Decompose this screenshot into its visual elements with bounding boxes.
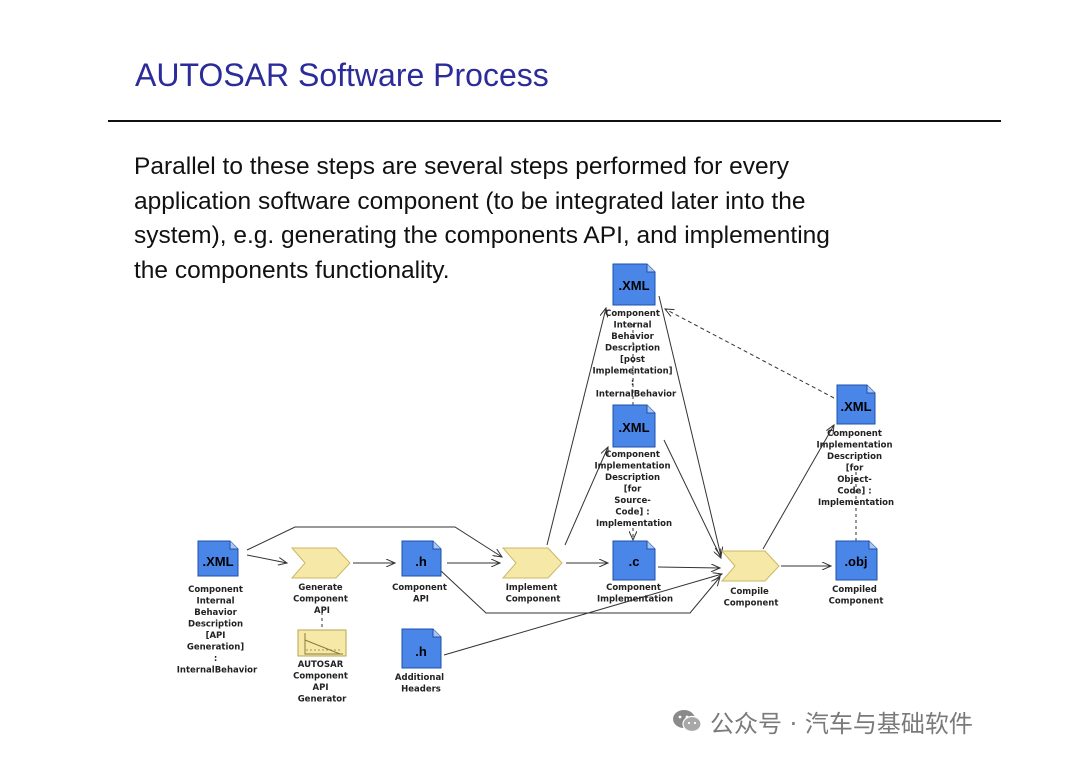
label-api-generator-tool: AUTOSAR Component API Generator bbox=[293, 660, 351, 705]
watermark: 公众号 · 汽车与基础软件 bbox=[672, 703, 973, 739]
paragraph-line: system), e.g. generating the components … bbox=[134, 222, 830, 249]
edge-xml-to-generate bbox=[246, 554, 287, 563]
edge-implement-to-xml-post bbox=[546, 308, 606, 546]
label-obj-compiled: Compiled Component bbox=[829, 585, 884, 607]
edge-implement-to-xml-source bbox=[564, 447, 608, 546]
watermark-text: 公众号 · 汽车与基础软件 bbox=[710, 709, 973, 738]
title-divider bbox=[108, 120, 1001, 122]
doc-extension: .obj bbox=[844, 554, 867, 569]
paragraph-line: Parallel to these steps are several step… bbox=[134, 153, 790, 180]
doc-extension: .h bbox=[415, 554, 427, 569]
doc-xml-impl-object: .XML bbox=[836, 384, 876, 425]
label-xml-impl-source: Component Implementation Description [fo… bbox=[594, 450, 673, 529]
doc-extension: .XML bbox=[202, 554, 233, 569]
diagram-edges bbox=[246, 295, 856, 656]
doc-extension: .h bbox=[415, 644, 427, 659]
doc-xml-internal-api: .XML bbox=[197, 540, 239, 577]
edge-dashed-xml-object-to-xml-post bbox=[665, 309, 835, 399]
edge-h-to-compile bbox=[439, 569, 720, 614]
label-xml-impl-object: Component Implementation Description [fo… bbox=[816, 429, 895, 508]
doc-extension: .XML bbox=[840, 399, 871, 414]
doc-extension: .XML bbox=[618, 420, 649, 435]
label-compile-component: Compile Component bbox=[724, 587, 779, 609]
doc-extension: .XML bbox=[618, 278, 649, 293]
page-title: AUTOSAR Software Process bbox=[135, 57, 549, 93]
intro-paragraph: Parallel to these steps are several step… bbox=[134, 150, 954, 288]
doc-h-component-api: .h bbox=[401, 540, 442, 577]
label-generate-api: Generate Component API bbox=[293, 583, 351, 616]
activity-implement-component bbox=[501, 547, 563, 579]
paragraph-line: the components functionality. bbox=[134, 256, 450, 284]
label-implement-component: Implement Component bbox=[506, 583, 561, 605]
label-xml-internal-api: Component Internal Behavior Description … bbox=[177, 585, 258, 676]
label-h-component-api: Component API bbox=[392, 583, 450, 605]
label-h-additional: Additional Headers bbox=[395, 673, 447, 695]
doc-c-component-impl: .c bbox=[612, 540, 656, 581]
doc-xml-internal-post: .XML bbox=[612, 263, 656, 306]
edge-xml-source-to-compile bbox=[663, 439, 721, 558]
label-c-component-impl: Component Implementation bbox=[597, 583, 673, 605]
doc-extension: .c bbox=[629, 554, 640, 569]
activity-compile-component bbox=[720, 550, 780, 582]
edge-compile-to-xml-object bbox=[762, 425, 834, 550]
doc-obj-compiled: .obj bbox=[835, 540, 878, 581]
tool-api-generator-icon bbox=[297, 629, 347, 657]
doc-h-additional: .h bbox=[401, 628, 442, 669]
paragraph-line: application software component (to be in… bbox=[134, 187, 806, 215]
edge-xml-to-implement bbox=[246, 526, 502, 557]
doc-xml-impl-source: .XML bbox=[612, 404, 656, 448]
edge-xml-post-to-compile bbox=[658, 295, 721, 556]
edge-c-to-compile bbox=[657, 567, 720, 568]
activity-generate-api bbox=[290, 547, 351, 579]
label-xml-internal-post: Component Internal Behavior Description … bbox=[593, 309, 678, 400]
edge-additional-h-to-compile bbox=[443, 574, 722, 656]
wechat-icon bbox=[673, 710, 702, 733]
